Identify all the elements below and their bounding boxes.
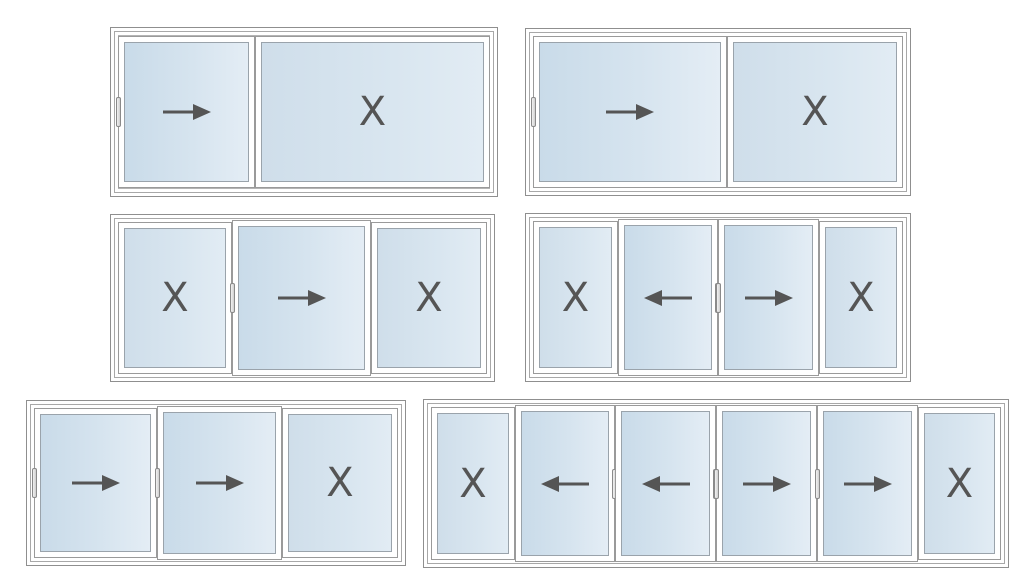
arrow-right-icon [195,475,244,491]
glass-pane: X [377,228,481,368]
arrow-right-icon [843,475,892,492]
door-handle-icon [714,468,719,499]
glass-pane [724,225,813,370]
fixed-panel: X [282,408,398,558]
arrow-right-icon [606,104,654,120]
fixed-panel-label: X [847,274,875,321]
glass-pane: X [288,414,392,552]
fixed-panel: X [118,222,232,374]
sliding-panel [230,220,371,376]
door-handle-icon [815,468,820,499]
fixed-panel: X [255,36,490,188]
glass-pane [238,226,365,370]
arrow-left-icon [641,475,690,492]
sliding-panel [714,405,817,562]
sliding-panel [515,405,617,562]
glass-pane: X [261,42,484,182]
sliding-panel [155,406,282,560]
door-handle-icon [716,282,721,313]
glass-pane [823,411,912,556]
glass-pane [722,411,811,556]
sliding-panel [116,36,255,188]
glass-pane: X [733,42,897,182]
glass-pane: X [437,413,509,554]
arrow-right-icon [71,475,120,491]
fixed-panel-label: X [945,460,974,507]
fixed-panel: X [819,221,903,374]
glass-pane [621,411,710,556]
glass-pane: X [924,413,995,554]
fixed-panel: X [371,222,487,374]
fixed-panel-label: X [459,460,487,507]
arrow-right-icon [277,290,326,306]
sliding-panel [716,219,819,376]
door-handle-icon [116,97,121,127]
fixed-panel: X [727,36,903,188]
glass-pane: X [124,228,226,368]
arrow-left-icon [644,289,692,306]
fixed-panel: X [431,407,515,560]
glass-pane: X [539,227,612,368]
glass-pane [124,42,249,182]
door-handle-icon [230,283,235,313]
door-handle-icon [531,97,536,127]
glass-pane [521,411,609,556]
arrow-left-icon [541,475,589,492]
door-handle-icon [155,468,160,498]
fixed-panel-label: X [801,89,829,135]
fixed-panel-label: X [415,275,443,321]
fixed-panel-label: X [326,460,354,506]
sliding-panel [531,36,727,188]
fixed-panel-label: X [561,274,590,321]
glass-pane [539,42,721,182]
sliding-panel [32,408,157,558]
arrow-right-icon [742,475,791,492]
glass-pane [624,225,712,370]
fixed-panel: X [533,221,618,374]
fixed-panel: X [918,407,1001,560]
glass-pane [40,414,151,552]
sliding-panel [815,405,918,562]
arrow-right-icon [744,289,793,306]
sliding-panel [618,219,720,376]
fixed-panel-label: X [358,89,387,135]
arrow-right-icon [162,104,211,120]
door-handle-icon [32,468,37,498]
glass-pane: X [825,227,897,368]
fixed-panel-label: X [161,275,189,321]
glass-pane [163,412,276,554]
sliding-panel [615,405,718,562]
